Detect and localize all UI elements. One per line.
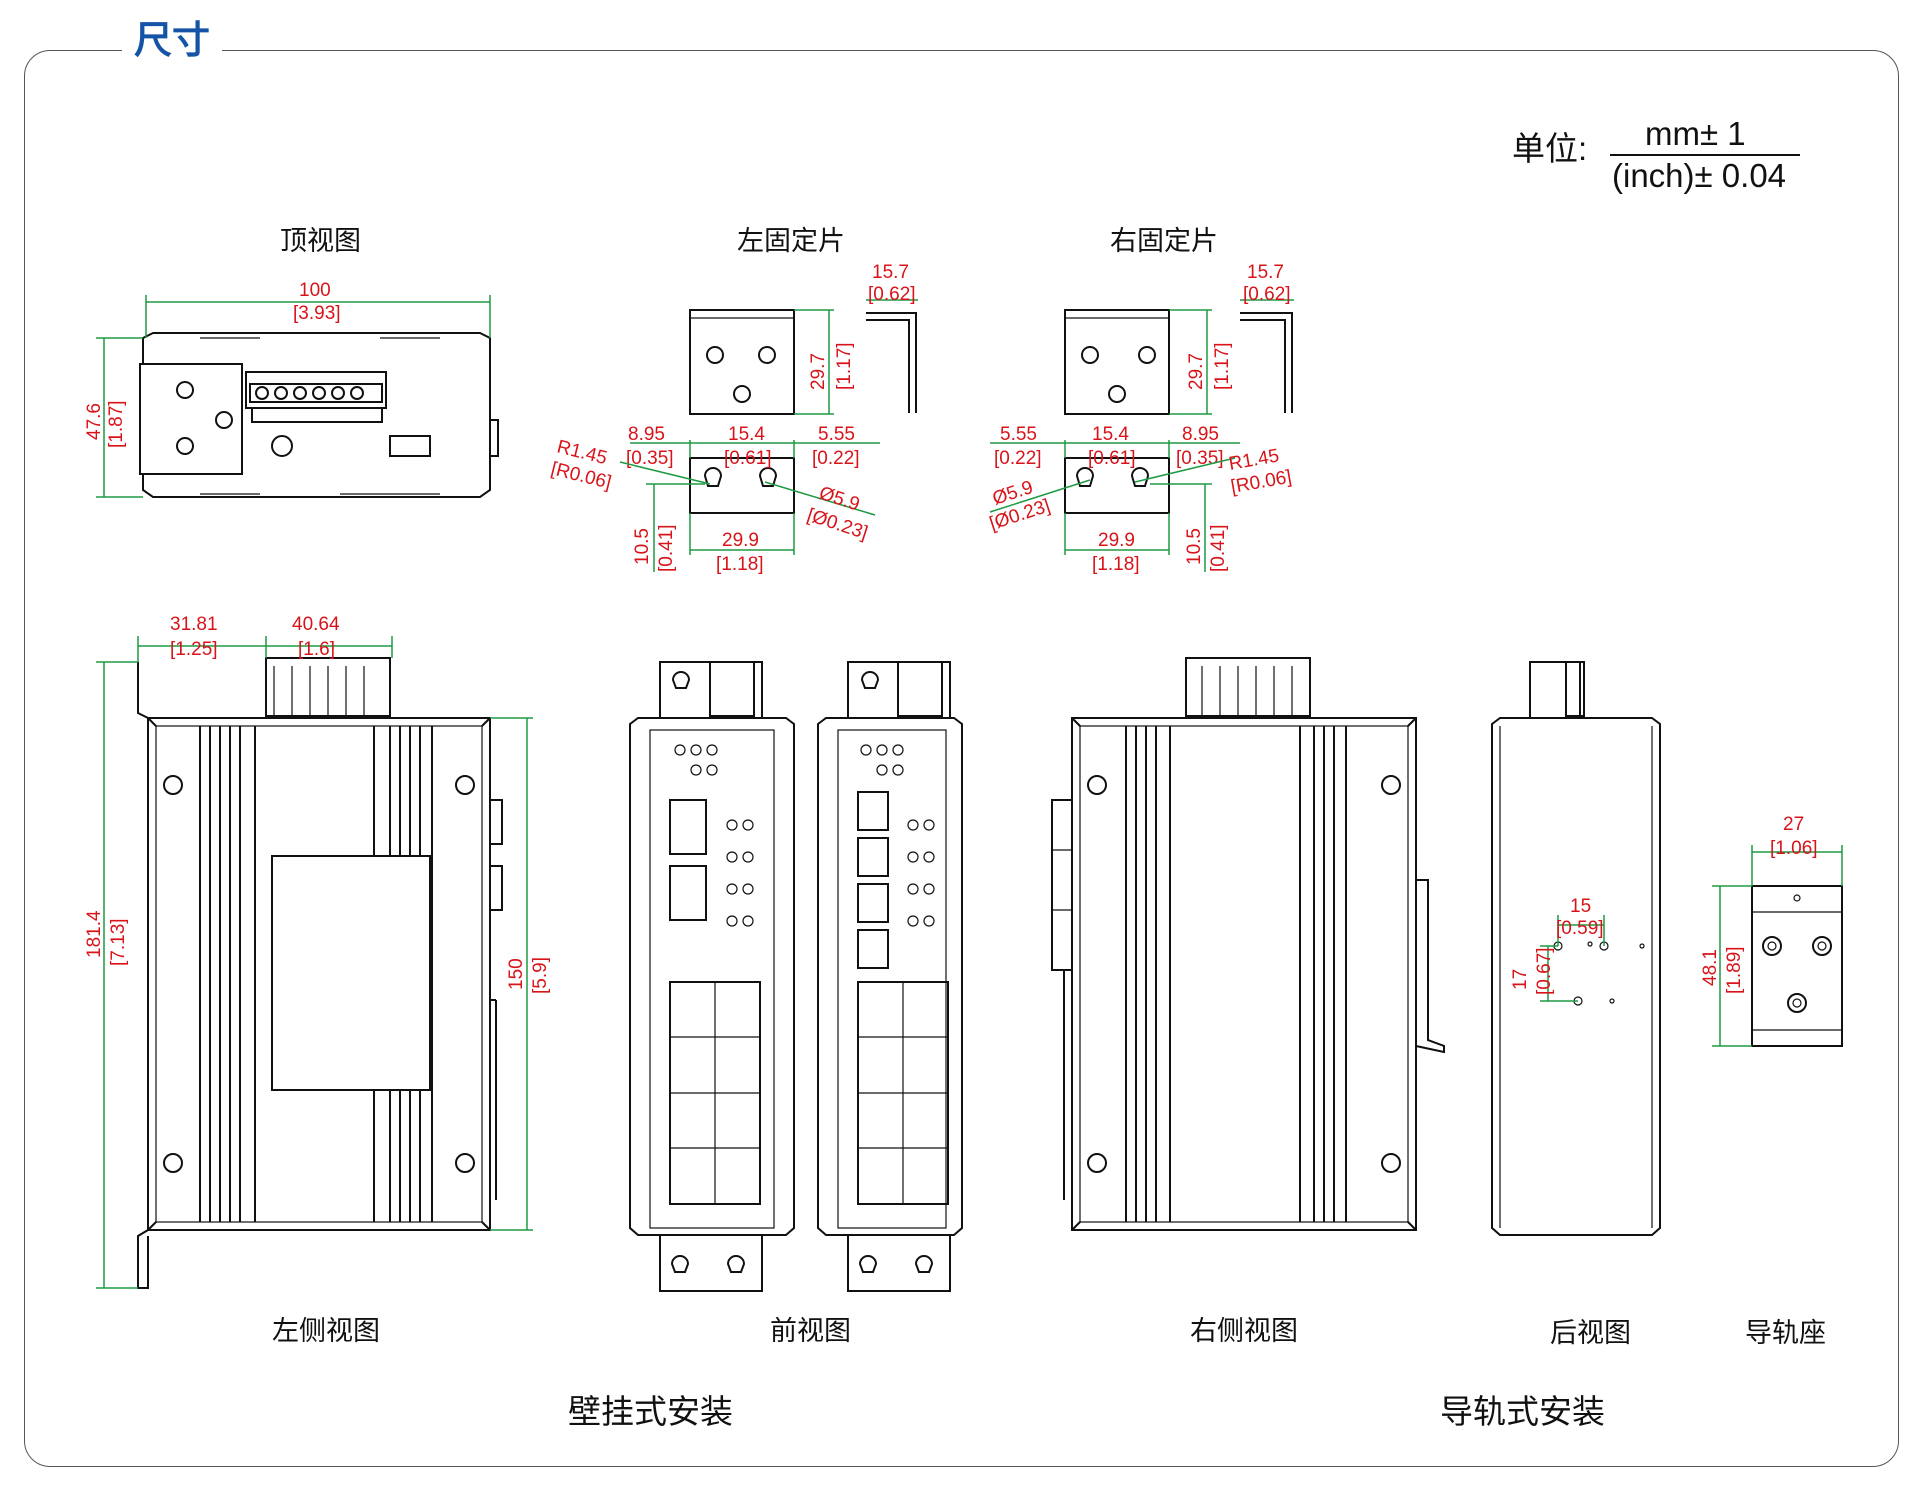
- dim-side-h2-in: [5.9]: [530, 957, 551, 994]
- dim-top-width: 100: [299, 280, 331, 301]
- dim-lb-b-in: [0.61]: [724, 448, 772, 469]
- dim-side-a-in: [1.25]: [170, 639, 218, 660]
- dim-rear-a-in: [0.59]: [1556, 918, 1604, 939]
- caption-right-bracket: 右固定片: [1110, 226, 1218, 256]
- dim-rb-h: 10.5: [1184, 528, 1205, 565]
- unit-prefix: 单位:: [1512, 130, 1587, 167]
- dim-lb-c: 5.55: [818, 424, 855, 445]
- caption-din-install: 导轨式安装: [1440, 1393, 1605, 1430]
- dim-side-b: 40.64: [292, 614, 340, 635]
- caption-rear-view: 后视图: [1550, 1318, 1631, 1348]
- dim-top-depth-in: [1.87]: [106, 400, 127, 448]
- right-bracket: 29.7 [1.17] 15.7 [0.62] 5.55 [0.22] 15.4…: [987, 262, 1294, 575]
- dim-lb-h: 10.5: [632, 528, 653, 565]
- caption-left-side-view: 左侧视图: [272, 1316, 380, 1346]
- dim-rb-w-in: [1.18]: [1092, 554, 1140, 575]
- dim-rb-thick-in: [0.62]: [1243, 284, 1291, 305]
- section-title: 尺寸: [122, 16, 223, 64]
- dim-lb-height: 29.7: [808, 353, 829, 390]
- unit-denominator: (inch)± 0.04: [1612, 157, 1786, 194]
- caption-din-rail-seat: 导轨座: [1745, 1318, 1826, 1348]
- dim-rear-b: 17: [1510, 969, 1531, 990]
- dim-side-h2: 150: [506, 958, 527, 990]
- dim-din-w: 27: [1783, 814, 1804, 835]
- dim-top-width-in: [3.93]: [293, 303, 341, 324]
- dim-din-h: 48.1: [1700, 949, 1721, 986]
- dim-din-w-in: [1.06]: [1770, 838, 1818, 859]
- dim-din-h-in: [1.89]: [1724, 946, 1745, 994]
- right-side-view: [1051, 657, 1445, 1231]
- dim-lb-b: 15.4: [728, 424, 765, 445]
- dim-rb-a: 5.55: [1000, 424, 1037, 445]
- dim-lb-w-in: [1.18]: [716, 554, 764, 575]
- dim-lb-h-in: [0.41]: [656, 524, 677, 572]
- dim-lb-height-in: [1.17]: [834, 342, 855, 390]
- dim-lb-a-in: [0.35]: [626, 448, 674, 469]
- caption-right-side-view: 右侧视图: [1190, 1316, 1298, 1346]
- dim-rb-thick: 15.7: [1247, 262, 1284, 283]
- dim-rb-a-in: [0.22]: [994, 448, 1042, 469]
- dim-side-h: 181.4: [84, 910, 105, 958]
- dim-lb-thick-in: [0.62]: [868, 284, 916, 305]
- dim-rb-w: 29.9: [1098, 530, 1135, 551]
- terminal-block-top: [255, 386, 364, 400]
- dim-rb-c: 8.95: [1182, 424, 1219, 445]
- dim-rb-height: 29.7: [1186, 353, 1207, 390]
- caption-top-view: 顶视图: [280, 226, 361, 256]
- dim-top-depth: 47.6: [84, 403, 105, 440]
- top-view: 100 [3.93] 47.6 [1.87]: [84, 280, 499, 498]
- left-side-view: 31.81 [1.25] 40.64 [1.6] 181.4 [7.13] 15…: [84, 614, 551, 1289]
- dim-lb-thick: 15.7: [872, 262, 909, 283]
- dim-rear-a: 15: [1570, 896, 1591, 917]
- dim-rear-b-in: [0.67]: [1534, 947, 1555, 995]
- caption-front-view: 前视图: [770, 1316, 851, 1346]
- front-view-sfp: [629, 661, 795, 1292]
- dim-rb-b-in: [0.61]: [1088, 448, 1136, 469]
- unit-numerator: mm± 1: [1645, 115, 1746, 152]
- din-rail-seat: 27 [1.06] 48.1 [1.89]: [1700, 814, 1843, 1047]
- dim-side-a: 31.81: [170, 614, 218, 635]
- front-view-copper: [817, 661, 963, 1292]
- dim-lb-a: 8.95: [628, 424, 665, 445]
- dim-lb-c-in: [0.22]: [812, 448, 860, 469]
- dim-side-b-in: [1.6]: [298, 639, 335, 660]
- rear-view: 15 [0.59] 17 [0.67]: [1491, 661, 1661, 1236]
- drawing-frame: [24, 50, 1899, 1467]
- caption-wall-install: 壁挂式安装: [568, 1393, 733, 1430]
- dim-rb-height-in: [1.17]: [1212, 342, 1233, 390]
- unit-label: 单位: mm± 1 (inch)± 0.04: [1512, 115, 1800, 194]
- dim-side-h-in: [7.13]: [108, 918, 129, 966]
- left-bracket: 29.7 [1.17] 15.7 [0.62] 8.95 [0.35] 15.4…: [549, 262, 918, 575]
- dim-rb-h-in: [0.41]: [1208, 524, 1229, 572]
- dim-lb-w: 29.9: [722, 530, 759, 551]
- caption-left-bracket: 左固定片: [737, 226, 845, 256]
- dim-rb-b: 15.4: [1092, 424, 1129, 445]
